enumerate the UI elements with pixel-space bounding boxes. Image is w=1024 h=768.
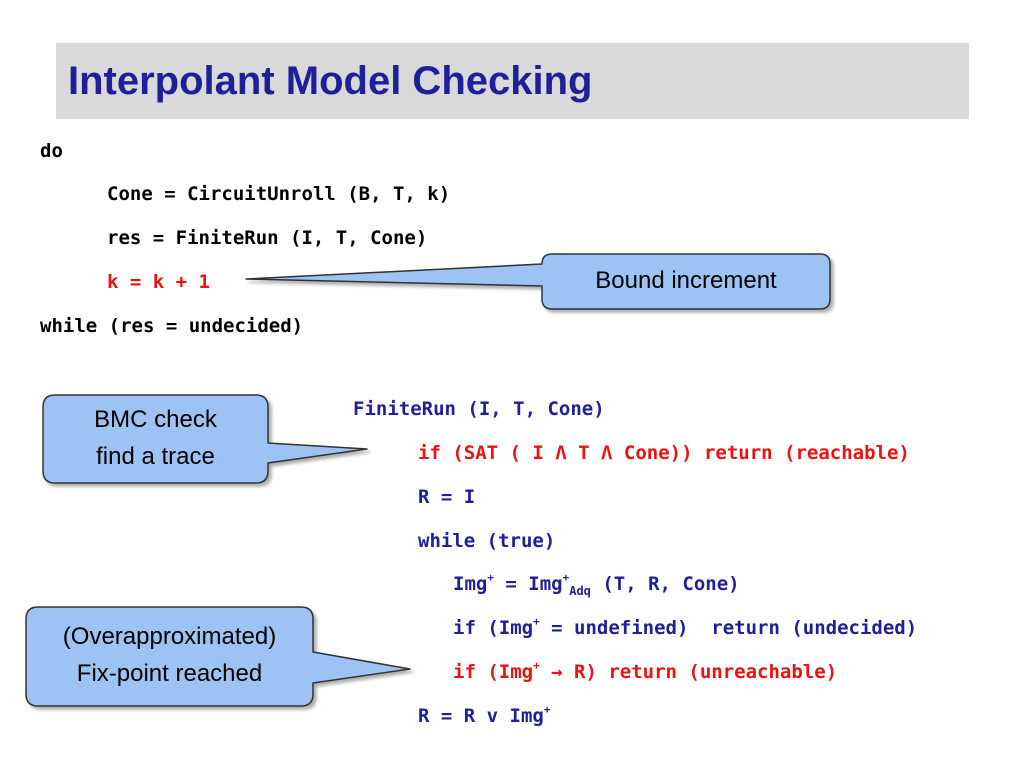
- title-bar: Interpolant Model Checking: [56, 43, 969, 119]
- code-k-increment: k = k + 1: [107, 271, 210, 293]
- plus-superscript: +: [543, 703, 551, 716]
- callout-bound-increment: [245, 253, 831, 310]
- img-rhs: (T, R, Cone): [590, 573, 740, 595]
- code-sat-check: if (SAT ( I Λ T Λ Cone)) return (reachab…: [418, 442, 910, 464]
- unreachable-return: R) return (unreachable): [574, 661, 838, 683]
- code-finiterun-header: FiniteRun (I, T, Cone): [353, 398, 605, 420]
- code-r-init: R = I: [418, 486, 476, 508]
- callout-fix-line1: (Overapproximated): [62, 623, 277, 650]
- code-do: do: [40, 140, 63, 162]
- callout-bmc-line1: BMC check: [94, 406, 217, 433]
- undefined-return: = undefined) return (undecided): [539, 617, 918, 639]
- code-while-true: while (true): [418, 530, 556, 552]
- plus-superscript: +: [533, 615, 540, 628]
- callout-fix-point: [25, 606, 411, 707]
- plus-superscript: +: [533, 659, 540, 672]
- code-r-update: R = R v Img+: [418, 704, 550, 728]
- code-if-fixpoint: if (Img+ → R) return (unreachable): [453, 660, 837, 684]
- callout-bound-label: Bound increment: [595, 267, 777, 294]
- plus-superscript: +: [487, 571, 494, 584]
- img-lhs: Img: [453, 573, 488, 595]
- adq-subscript: Adq: [569, 584, 591, 598]
- plus-superscript: +: [562, 571, 570, 584]
- slide-title: Interpolant Model Checking: [68, 59, 593, 103]
- r-update-text: R = R v Img: [418, 705, 544, 727]
- code-cone-unroll: Cone = CircuitUnroll (B, T, k): [107, 183, 451, 205]
- code-res-finiterun: res = FiniteRun (I, T, Cone): [107, 227, 428, 249]
- implies-arrow-icon: →: [539, 661, 575, 683]
- code-if-undefined: if (Img+ = undefined) return (undecided): [453, 616, 917, 640]
- callout-bmc-line2: find a trace: [96, 443, 215, 470]
- callout-bmc-check: [42, 394, 368, 484]
- img-eq: = Img: [493, 573, 563, 595]
- callout-fix-line2: Fix-point reached: [76, 660, 263, 687]
- code-while-res: while (res = undecided): [40, 315, 304, 337]
- if-img: if (Img: [453, 617, 534, 639]
- code-img-assign: Img+ = Img+Adq (T, R, Cone): [453, 571, 740, 598]
- if-img: if (Img: [453, 661, 534, 683]
